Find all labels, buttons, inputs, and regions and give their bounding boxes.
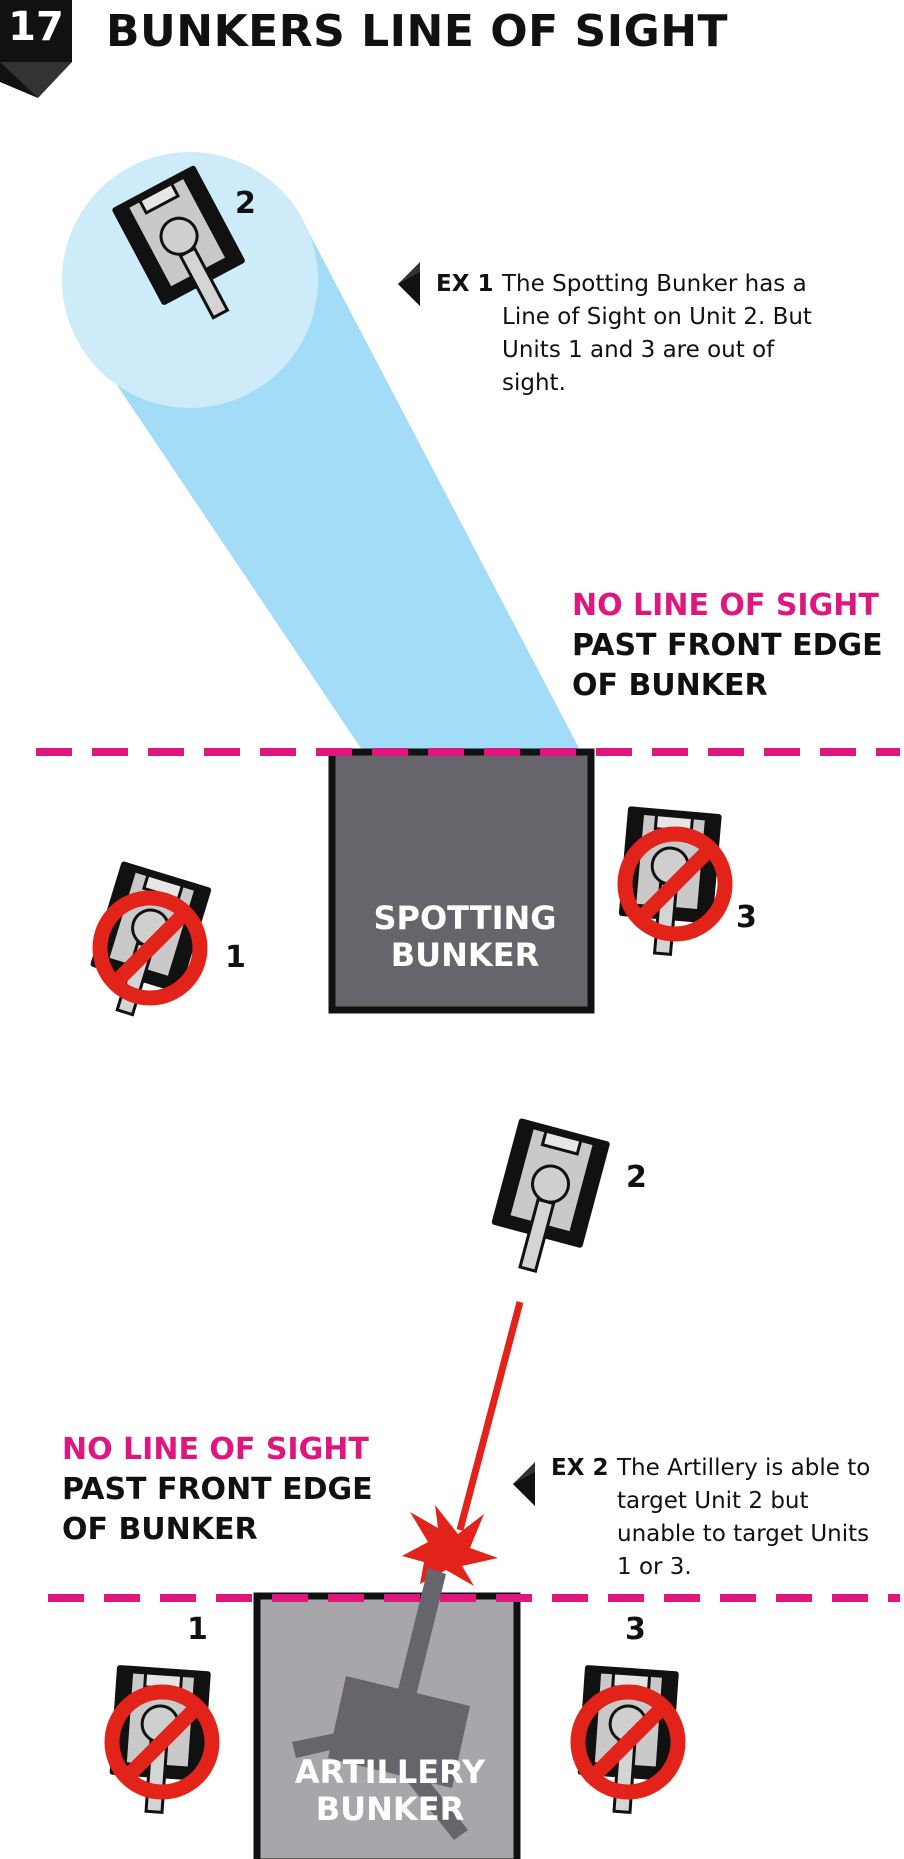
warning-ex2-line3: OF BUNKER (62, 1512, 258, 1547)
ex2-arrow-icon (513, 1462, 535, 1506)
unit-1-label-ex2: 1 (187, 1612, 208, 1647)
unit-2-label-ex2: 2 (626, 1160, 647, 1195)
warning-ex1-line2: PAST FRONT EDGE (572, 628, 883, 663)
warning-ex1: NO LINE OF SIGHT PAST FRONT EDGE OF BUNK… (572, 586, 883, 706)
artillery-bunker-label-line1: ARTILLERY (294, 1753, 486, 1791)
impact-burst-icon (402, 1505, 498, 1586)
spotting-bunker-label: SPOTTING BUNKER (332, 900, 598, 974)
page-number: 17 (0, 0, 72, 100)
example-1-caption: EX 1 The Spotting Bunker has a Line of S… (436, 268, 876, 396)
warning-ex2: NO LINE OF SIGHT PAST FRONT EDGE OF BUNK… (62, 1430, 373, 1550)
warning-ex1-line1: NO LINE OF SIGHT (572, 588, 879, 623)
spotting-bunker-label-line1: SPOTTING (373, 899, 557, 937)
unit-1-label-ex1: 1 (225, 940, 246, 975)
tank-unit-2-ex2 (480, 1116, 612, 1283)
warning-ex2-line1: NO LINE OF SIGHT (62, 1432, 369, 1467)
warning-ex1-line3: OF BUNKER (572, 668, 768, 703)
example-2-caption: EX 2 The Artillery is able to target Uni… (551, 1452, 891, 1580)
warning-ex2-line2: PAST FRONT EDGE (62, 1472, 373, 1507)
unit-3-label-ex1: 3 (736, 900, 757, 935)
example-1-label: EX 1 (436, 271, 494, 297)
spotting-bunker-label-line2: BUNKER (390, 936, 540, 974)
example-1-text: The Spotting Bunker has a Line of Sight … (502, 271, 812, 396)
example-2-label: EX 2 (551, 1455, 609, 1481)
ex1-arrow-icon (398, 262, 420, 306)
page-title: BUNKERS LINE OF SIGHT (106, 6, 729, 57)
unit-2-label-ex1: 2 (235, 186, 256, 221)
fire-line (456, 1301, 524, 1531)
page-number-badge (0, 0, 72, 98)
artillery-gun-icon (292, 1568, 470, 1840)
example-2-text: The Artillery is able to target Unit 2 b… (617, 1455, 871, 1580)
artillery-bunker-label: ARTILLERY BUNKER (257, 1754, 523, 1828)
unit-3-label-ex2: 3 (625, 1612, 646, 1647)
page-number-text: 17 (8, 4, 64, 50)
artillery-bunker-label-line2: BUNKER (315, 1790, 465, 1828)
